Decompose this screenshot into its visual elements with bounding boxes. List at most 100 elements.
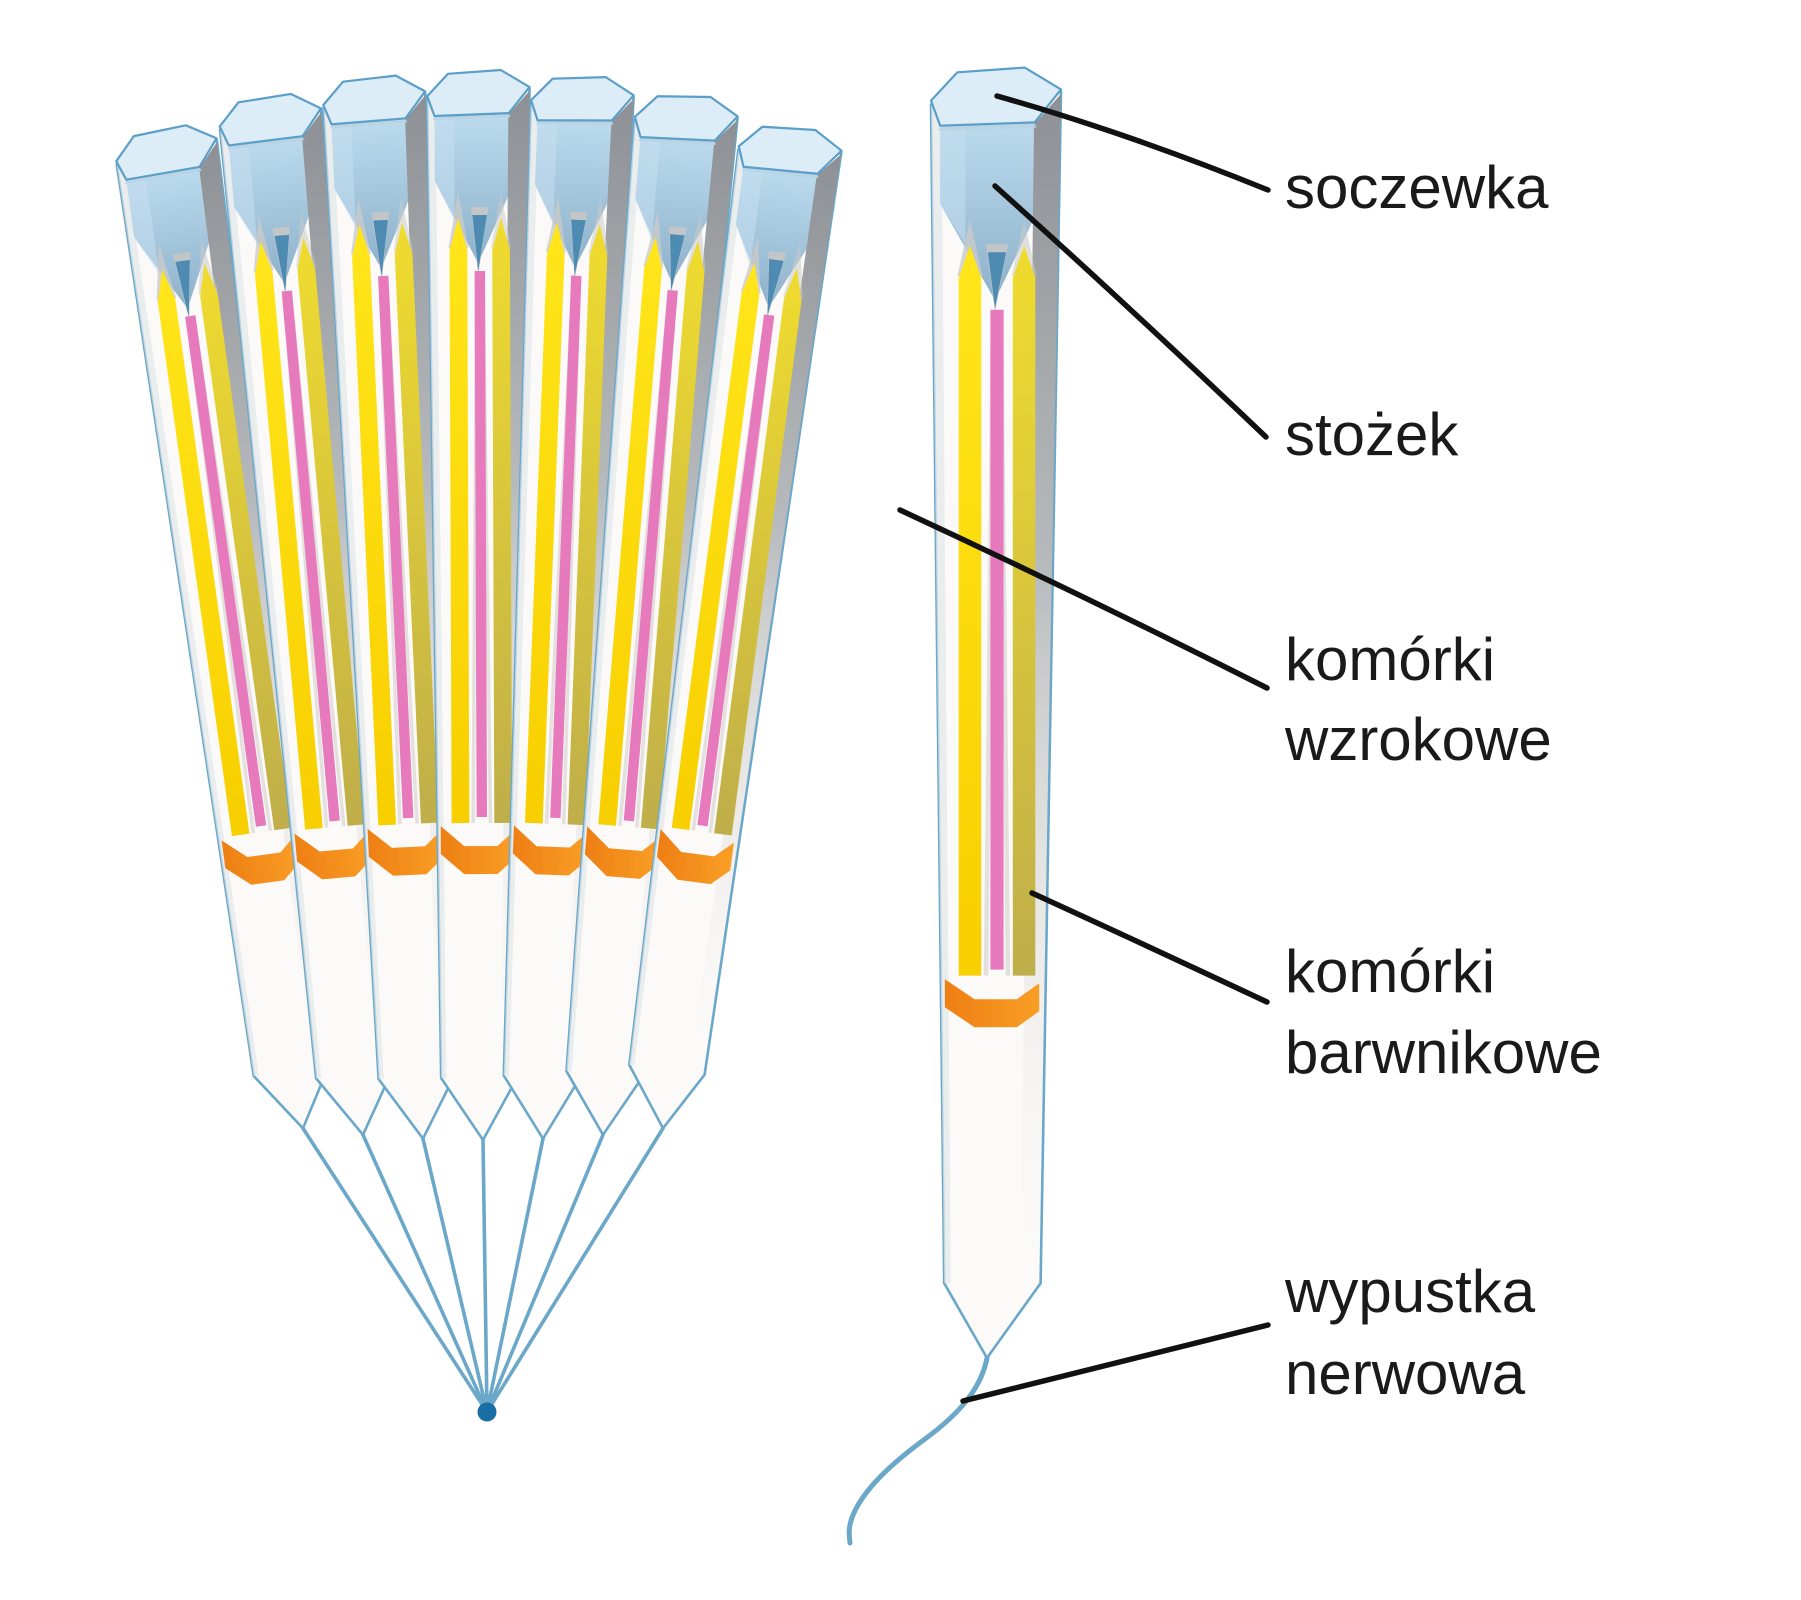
lens-cap <box>529 76 635 122</box>
pigment-band <box>944 979 1040 1028</box>
label-komorki-wzrokowe-line2: wzrokowe <box>1284 706 1552 773</box>
lens-highlight <box>735 164 764 267</box>
central-rod <box>990 309 1004 970</box>
central-rod <box>550 275 582 819</box>
inner-shade-left <box>283 317 329 828</box>
label-line-wypustka-nerwowa <box>960 1322 1271 1404</box>
inner-shade-left <box>379 302 402 825</box>
lens-highlight <box>535 117 558 226</box>
left-edge-strip <box>629 149 745 1066</box>
right-shade-face <box>564 99 634 1074</box>
label-stozek: stożek <box>1285 401 1459 468</box>
label-lines <box>897 93 1271 1404</box>
inner-shade-left <box>188 341 256 834</box>
cap-rim <box>741 166 819 179</box>
visual-cell-left <box>524 222 565 824</box>
cone-tip <box>472 214 487 272</box>
central-rod <box>185 315 267 827</box>
visual-cell-right <box>640 240 705 830</box>
axon-lines <box>301 1126 665 1414</box>
ommatidium-2 <box>218 92 394 1137</box>
cone-tip <box>175 259 190 317</box>
label-line-komorki-barwnikowe <box>1029 890 1270 1005</box>
left-edge-strip <box>503 103 539 1076</box>
ommatidium-5 <box>502 76 635 1140</box>
central-rod <box>474 270 488 818</box>
right-shade-face <box>627 120 738 1073</box>
lens-highlight <box>635 135 661 241</box>
left-edge-strip <box>566 119 642 1072</box>
cap-rim <box>227 136 305 150</box>
axon-line-2 <box>361 1133 489 1414</box>
axon-line-7 <box>485 1126 665 1414</box>
lens-cap <box>633 95 739 142</box>
nerve-convergence-dot <box>477 1402 497 1422</box>
axon-line-4 <box>481 1138 489 1414</box>
axon-line-1 <box>301 1126 489 1414</box>
visual-cell-right <box>1012 245 1036 976</box>
ommatidium-7 <box>628 125 843 1130</box>
label-komorki-wzrokowe-line1: komórki <box>1285 626 1495 693</box>
ommatidium-detail <box>846 66 1063 1546</box>
axon-line-6 <box>485 1133 605 1414</box>
pigment-band <box>440 826 516 875</box>
central-rod <box>281 290 340 822</box>
label-line-stozek <box>992 183 1269 440</box>
inner-shade-right <box>635 316 676 828</box>
lens-highlight <box>125 173 160 275</box>
ommatidium-detail-unit <box>846 66 1063 1546</box>
ommatidia-fan <box>115 68 843 1142</box>
pigment-band <box>221 834 300 885</box>
visual-cell-right <box>567 224 608 826</box>
lens-highlight <box>228 140 258 246</box>
lens-cap <box>737 125 843 175</box>
visual-cell-right <box>297 237 366 826</box>
visual-cell-right <box>492 217 513 823</box>
label-komorki-barwnikowe-line1: komórki <box>1285 938 1495 1005</box>
label-komorki-barwnikowe-line2: barwnikowe <box>1285 1019 1602 1086</box>
visual-cell-left <box>254 241 323 830</box>
cap-rim <box>330 118 408 129</box>
cap-rim <box>938 122 1037 131</box>
cap-rim <box>638 137 717 145</box>
pigment-band <box>294 830 372 880</box>
lens-cap <box>218 92 323 147</box>
lens-cap <box>426 68 531 118</box>
nerve-fiber <box>846 1355 990 1546</box>
label-soczewka: soczewka <box>1285 154 1549 221</box>
cone-tip <box>987 252 1007 309</box>
lens-cap <box>322 74 427 126</box>
cone-tip <box>767 259 784 316</box>
axon-line-3 <box>421 1136 489 1414</box>
central-rod <box>697 314 775 827</box>
central-rod <box>378 275 414 819</box>
label-line-komorki-wzrokowe <box>897 507 1270 691</box>
visual-cell-left <box>958 245 982 976</box>
label-wypustka-nerwowa-line2: nerwowa <box>1285 1340 1526 1407</box>
lens-highlight <box>434 112 455 222</box>
pigment-band <box>584 826 662 879</box>
ommatidium-4 <box>425 68 531 1142</box>
cone-tip <box>373 219 388 277</box>
cap-rim <box>125 166 202 185</box>
visual-cell-left <box>449 218 470 824</box>
pigment-band <box>656 829 734 885</box>
visual-cell-right <box>714 268 802 836</box>
labels: soczewka stożek komórki wzrokowe komórki… <box>1284 154 1602 1407</box>
cone-tip <box>670 234 685 291</box>
visual-cell-right <box>200 263 292 831</box>
cone-tip <box>274 234 290 292</box>
inner-shade-right <box>708 340 772 833</box>
label-line-soczewka <box>994 93 1271 193</box>
visual-cell-right <box>394 222 439 824</box>
right-shade-face <box>689 154 842 1070</box>
central-rod <box>623 289 678 822</box>
ommatidium-6 <box>565 95 739 1137</box>
visual-cell-left <box>671 262 760 831</box>
inner-shade-right <box>561 302 581 825</box>
lens-highlight <box>331 120 356 228</box>
visual-cell-left <box>598 237 662 826</box>
pigment-band <box>512 825 589 876</box>
